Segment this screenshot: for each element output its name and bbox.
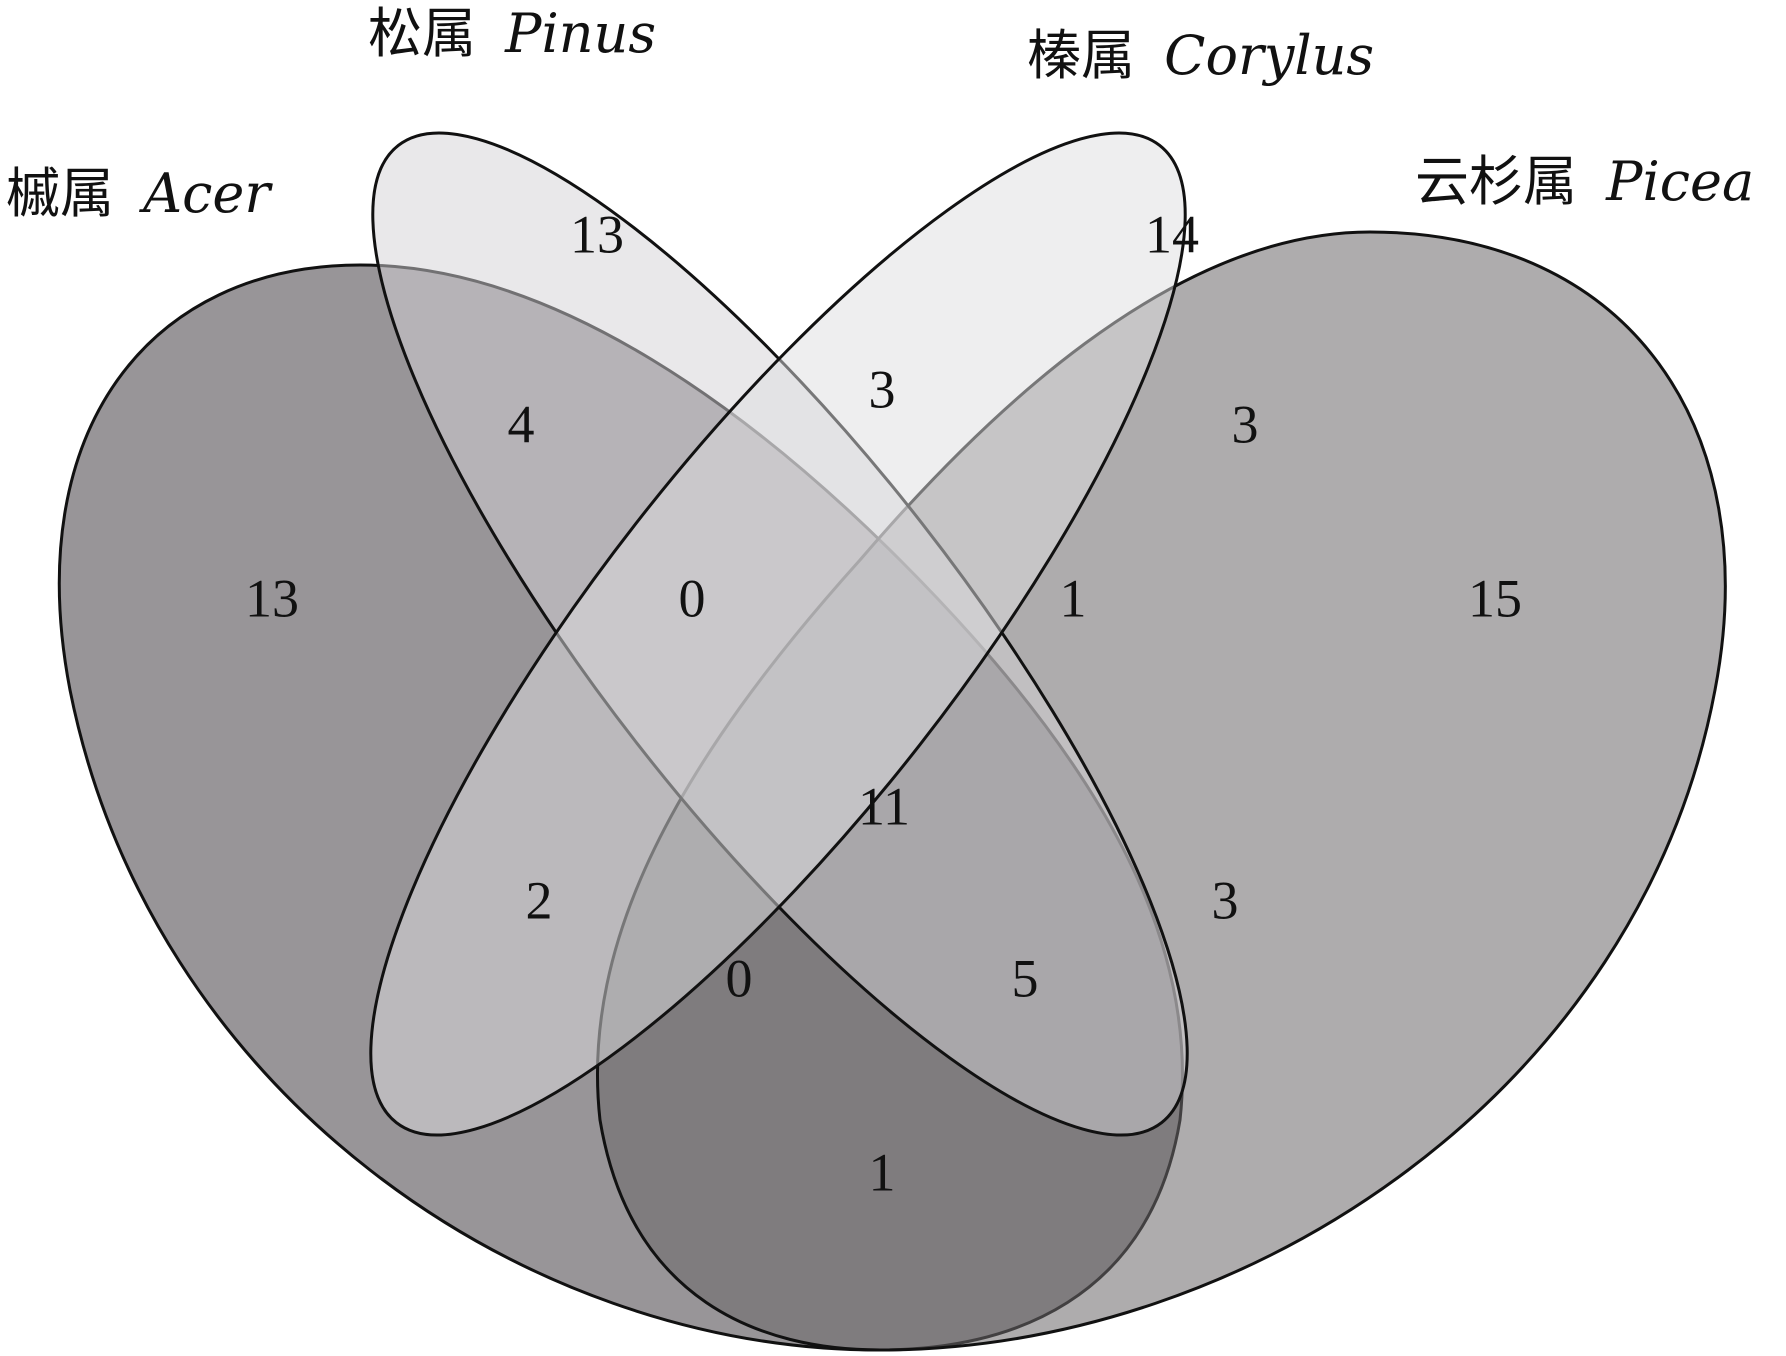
count-acer-corylus-picea: 0 [726, 948, 753, 1008]
count-picea-only: 15 [1468, 568, 1522, 628]
count-acer-only: 13 [245, 568, 299, 628]
acer-set-title: 槭属 Acer [6, 162, 273, 225]
corylus-set-title: 榛属 Corylus [1027, 24, 1374, 87]
picea-set-shape [595, 230, 1727, 1352]
count-acer-picea: 1 [869, 1142, 896, 1202]
set-shapes [57, 131, 1727, 1352]
count-acer-pinus-picea: 5 [1012, 948, 1039, 1008]
pinus-set-title: 松属 Pinus [368, 2, 656, 65]
count-corylus-picea: 3 [1232, 394, 1259, 454]
count-acer-pinus-corylus: 0 [679, 568, 706, 628]
corylus-set-shape [369, 131, 1187, 1137]
region-counts: 13 14 13 15 3 4 3 0 1 11 2 3 0 5 1 [245, 204, 1522, 1202]
count-pinus-picea: 3 [1212, 870, 1239, 930]
picea-set-title: 云杉属 Picea [1415, 150, 1754, 213]
count-pinus-only: 13 [570, 204, 624, 264]
count-corylus-only: 14 [1145, 204, 1199, 264]
count-acer-corylus: 2 [526, 870, 553, 930]
count-all-four: 11 [858, 776, 910, 836]
count-pinus-corylus-picea: 1 [1060, 568, 1087, 628]
count-acer-pinus: 4 [508, 394, 535, 454]
set-titles: 槭属 Acer 松属 Pinus 榛属 Corylus 云杉属 Picea [6, 2, 1754, 225]
count-pinus-corylus: 3 [869, 359, 896, 419]
